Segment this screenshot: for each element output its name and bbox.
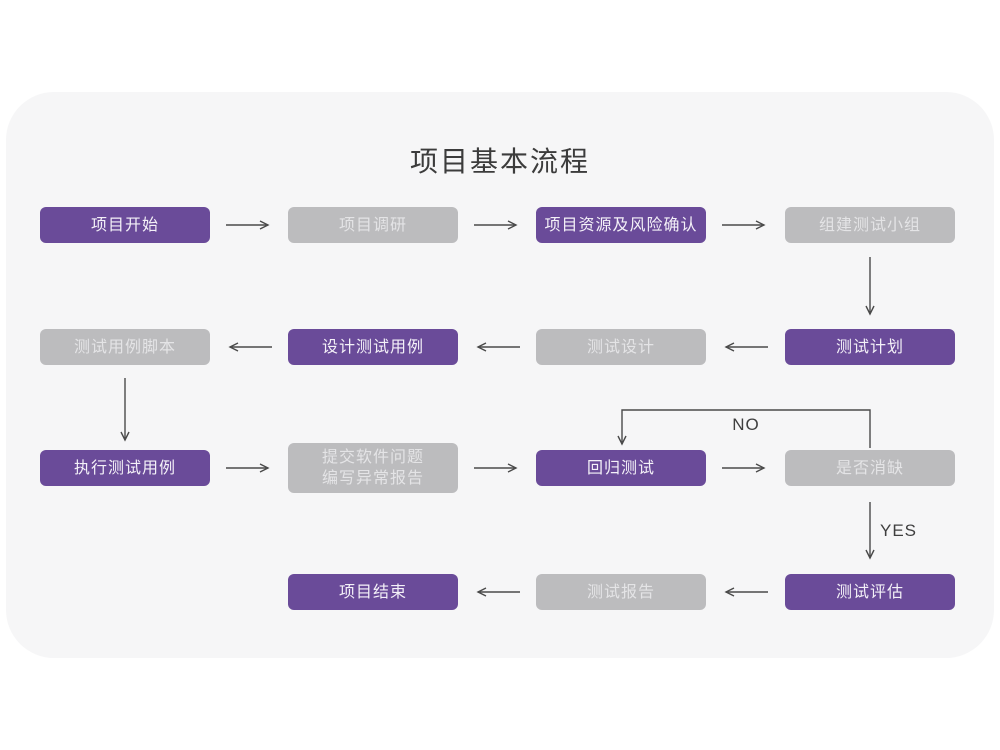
node-test-report: 测试报告 (536, 574, 706, 610)
node-test-plan: 测试计划 (785, 329, 955, 365)
node-defect-cleared: 是否消缺 (785, 450, 955, 486)
node-test-evaluation: 测试评估 (785, 574, 955, 610)
node-project-research: 项目调研 (288, 207, 458, 243)
node-test-case-script: 测试用例脚本 (40, 329, 210, 365)
node-regression-test: 回归测试 (536, 450, 706, 486)
node-test-design: 测试设计 (536, 329, 706, 365)
node-resource-risk: 项目资源及风险确认 (536, 207, 706, 243)
node-submit-issue-report: 提交软件问题 编写异常报告 (288, 443, 458, 493)
node-run-test-cases: 执行测试用例 (40, 450, 210, 486)
node-design-test-cases: 设计测试用例 (288, 329, 458, 365)
edge-label-yes: YES (880, 521, 918, 540)
diagram-title: 项目基本流程 (409, 146, 590, 177)
diagram-card (6, 92, 994, 658)
edge-label-no: NO (732, 415, 760, 434)
node-build-test-team: 组建测试小组 (785, 207, 955, 243)
node-project-end: 项目结束 (288, 574, 458, 610)
node-project-start: 项目开始 (40, 207, 210, 243)
